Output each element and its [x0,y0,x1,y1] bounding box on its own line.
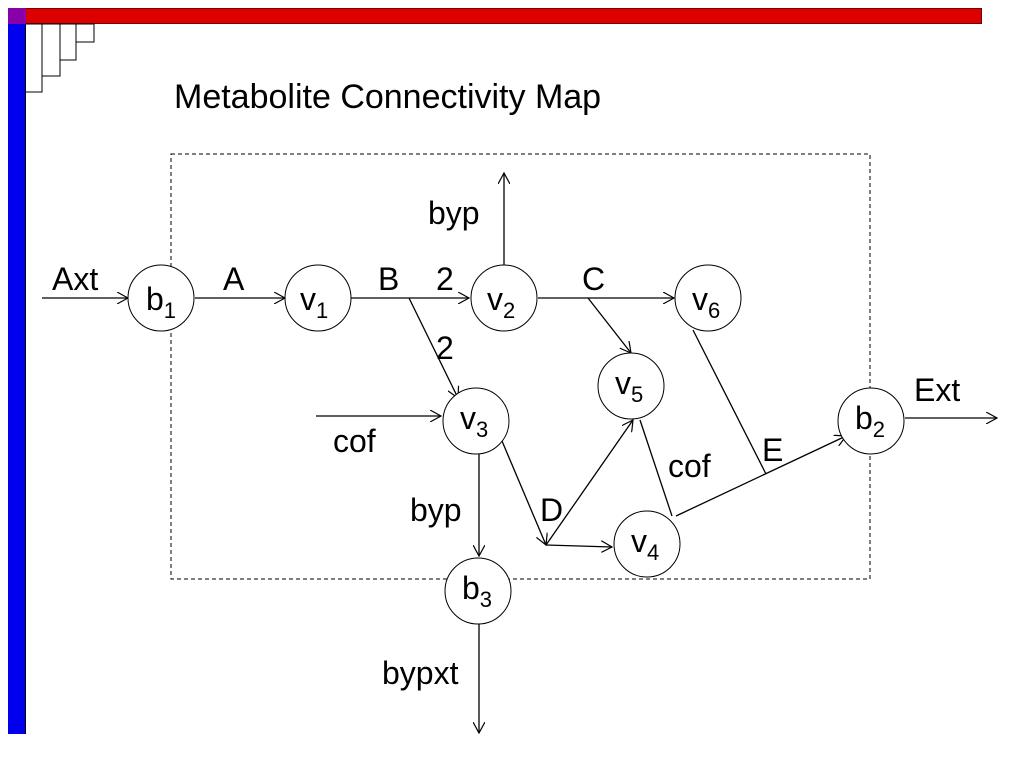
edge-c-v5 [587,297,631,353]
node-label-v3: v3 [460,400,488,442]
label-a: A [223,261,245,297]
edge-v4-b2 [675,436,846,517]
node-b2 [837,387,905,455]
label-cof-v3: cof [333,423,376,459]
left-accent-bar [8,24,26,734]
node-b3 [444,557,512,625]
node-label-b1: b1 [146,281,176,323]
label-b: B [378,261,399,297]
system-boundary [170,153,871,580]
label-e: E [762,432,783,468]
label-byp-v3: byp [410,492,462,528]
edge-labels: Axt A B 2 2 C byp Ext cof cof E byp D by… [52,195,960,691]
edge-d-v5 [545,420,633,546]
label-stoich-b-v3: 2 [436,330,454,366]
node-label-v2: v2 [487,281,515,323]
node-circles [127,264,905,625]
edge-v3-d [501,440,546,545]
edge-d-v4 [545,545,612,547]
node-v6 [674,264,742,332]
node-label-v1: v1 [300,281,328,323]
label-bypxt: bypxt [382,655,459,691]
node-b1 [127,264,195,332]
label-c: C [582,261,605,297]
node-label-b3: b3 [462,570,492,612]
node-label-v6: v6 [692,281,720,323]
edge-v4-v5 [639,419,673,517]
label-d: D [540,492,563,528]
node-v2 [470,264,538,332]
node-v3 [442,387,510,455]
label-cof-v4: cof [668,448,711,484]
edge-b-v3 [408,297,458,398]
page-title: Metabolite Connectivity Map [174,78,602,116]
label-stoich-b-v2: 2 [436,261,454,297]
reaction-edges [42,173,997,733]
node-labels: b1 v1 v2 v6 v5 v3 b2 v4 b3 [146,281,885,612]
node-label-v4: v4 [631,523,659,565]
node-v4 [613,510,681,578]
edge-v6-e [692,329,767,475]
label-byp-top: byp [428,195,480,231]
node-label-b2: b2 [855,400,885,442]
label-ext: Ext [914,372,960,408]
node-v5 [597,352,665,420]
decorative-steps [26,23,95,93]
node-v1 [284,264,352,332]
corner-accent [8,8,26,24]
label-axt: Axt [52,261,98,297]
node-label-v5: v5 [615,365,643,407]
